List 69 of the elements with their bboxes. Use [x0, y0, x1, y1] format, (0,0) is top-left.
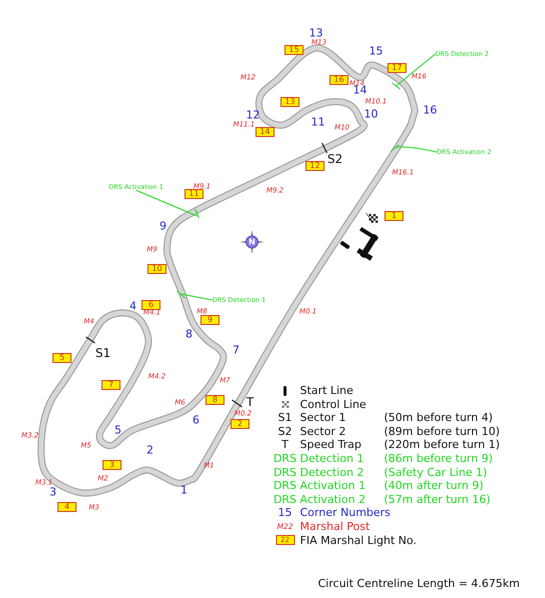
marshal-light-box: 13	[280, 97, 300, 107]
marshal-light-box: 16	[330, 75, 348, 85]
legend-text: Activation 2	[300, 492, 367, 506]
leader-line	[394, 146, 438, 152]
marshal-light-box: 17	[388, 63, 406, 73]
corner-number: 16	[423, 104, 437, 116]
leader-line	[180, 294, 213, 300]
marshal-light-box: 4	[58, 502, 76, 512]
legend-note: (86m before turn 9)	[384, 452, 494, 466]
marshal-light-box: 9	[200, 315, 220, 325]
corner-number: 1	[180, 484, 188, 496]
marshal-light-box: 15	[284, 45, 304, 55]
legend-text: Sector 2	[300, 424, 347, 438]
leader-line	[136, 190, 198, 216]
legend-key: 15	[278, 506, 292, 520]
corner-number: 7	[232, 344, 240, 356]
legend-key: T	[282, 438, 288, 452]
marshal-light-box: 6	[142, 300, 160, 310]
marshal-light-box: 12	[306, 161, 324, 171]
marshal-light-box: 8	[206, 395, 224, 405]
legend-text: Control Line	[300, 398, 368, 412]
north-label: N	[246, 236, 258, 248]
sector-label: S2	[327, 153, 343, 165]
marshal-light-box: 5	[52, 353, 72, 363]
legend-text: FIA Marshal Light No.	[300, 534, 418, 548]
legend-note: (40m after turn 9)	[384, 479, 484, 493]
legend-text: Speed Trap	[300, 438, 362, 452]
legend-text: Start Line	[300, 384, 354, 398]
marshal-light-box: 1	[384, 211, 404, 221]
corner-number: 8	[186, 328, 192, 340]
legend-key: S2	[278, 424, 292, 438]
marshal-light-box: 2	[230, 419, 250, 429]
corner-number: 13	[309, 28, 323, 38]
corner-number: 14	[353, 84, 367, 96]
corner-number: 3	[50, 486, 56, 498]
corner-number: 9	[160, 220, 166, 232]
corner-number: 10	[364, 108, 378, 120]
legend-key: DRS	[273, 452, 297, 466]
legend-note: (Safety Car Line 1)	[384, 466, 488, 480]
legend-key: DRS	[273, 479, 297, 493]
legend-text: Marshal Post	[300, 520, 371, 534]
marshal-light-box: 7	[102, 380, 120, 390]
legend-note: (220m before turn 1)	[384, 438, 500, 452]
corner-number: 5	[114, 424, 122, 436]
leader-line	[396, 54, 436, 86]
sector-label: T	[246, 396, 254, 408]
marshal-light-box: 11	[184, 189, 204, 199]
legend-note: (89m before turn 10)	[384, 424, 500, 438]
legend-text: Activation 1	[300, 479, 367, 493]
marshal-light-box: 3	[102, 460, 122, 470]
legend-text: Corner Numbers	[300, 506, 392, 520]
marshal-light-box: 14	[256, 127, 274, 137]
legend-text: Detection 1	[300, 452, 365, 466]
corner-number: 2	[146, 444, 154, 456]
corner-number: 11	[311, 116, 325, 128]
corner-number: 4	[130, 300, 136, 312]
legend-note: (57m after turn 16)	[384, 492, 492, 506]
legend-note: (50m before turn 4)	[384, 411, 494, 425]
corner-number: 6	[192, 414, 200, 426]
sector-label: S1	[95, 347, 111, 359]
legend-key: DRS	[273, 492, 297, 506]
legend-text: Detection 2	[300, 466, 365, 480]
legend-text: Sector 1	[300, 411, 347, 425]
corner-number: 12	[246, 110, 260, 120]
marshal-light-box: 10	[148, 264, 166, 274]
legend-key: S1	[278, 411, 292, 425]
corner-number: 15	[369, 46, 383, 56]
legend-key: DRS	[273, 466, 297, 480]
circuit-length-note: Circuit Centreline Length = 4.675km	[318, 577, 520, 590]
